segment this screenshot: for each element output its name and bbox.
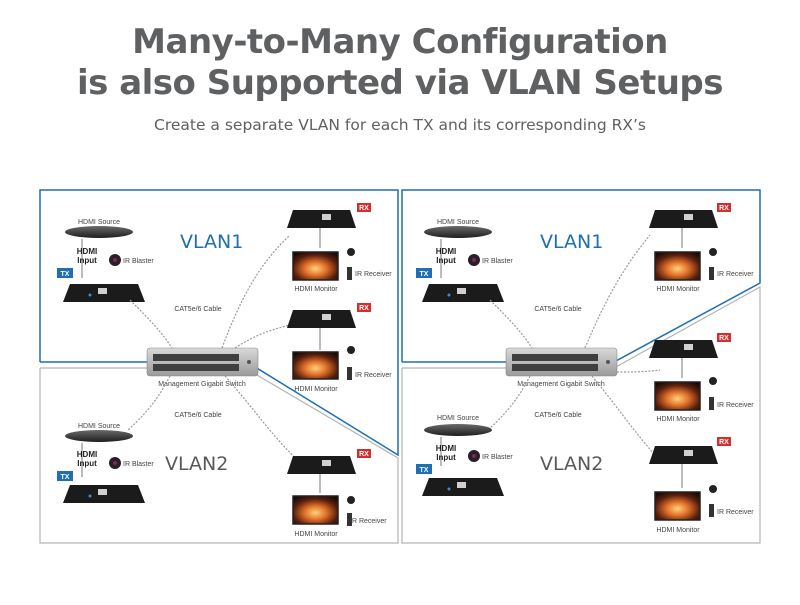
ir-receiver-label: IR Receiver (717, 402, 754, 409)
hdmi-input-label: Input (436, 453, 456, 462)
ir-blaster-label: IR Blaster (123, 461, 154, 468)
tx-transmitter (63, 284, 145, 302)
hdmi-monitor-label: HDMI Monitor (294, 531, 338, 538)
ir-blaster-device: IR Blaster (109, 254, 154, 266)
page-title-line-2: is also Supported via VLAN Setups (76, 63, 724, 103)
rx-badge-label: RX (719, 205, 729, 212)
vlan2-label: VLAN2 (165, 453, 228, 475)
right-panel: HDMI Source HDMI Input IR Blaster TX Man… (401, 189, 761, 544)
rx-receiver: RX HDMI Monitor IR Receiver (287, 449, 387, 538)
hdmi-monitor-label: HDMI Monitor (656, 286, 700, 293)
tx-transmitter (422, 478, 504, 496)
tx-badge-label: TX (420, 271, 429, 278)
left-panel: HDMI Source HDMI Input IR Blaster TX Man… (39, 189, 399, 544)
hdmi-source-label: HDMI Source (437, 219, 479, 226)
hdmi-monitor (654, 251, 701, 281)
rx-badge-label: RX (359, 205, 369, 212)
hdmi-monitor (654, 381, 701, 411)
hdmi-source-label: HDMI Source (78, 219, 120, 226)
tx-badge (416, 464, 432, 474)
hdmi-monitor (292, 251, 339, 281)
hdmi-source-device: HDMI Source (424, 219, 492, 238)
ir-blaster-device: IR Blaster (109, 457, 154, 469)
hdmi-input-label: HDMI (77, 450, 97, 459)
rx-badge-label: RX (359, 305, 369, 312)
tx-badge (57, 268, 73, 278)
hdmi-input-label: Input (77, 256, 97, 265)
ir-blaster-label: IR Blaster (123, 258, 154, 265)
hdmi-source-device: HDMI Source (65, 219, 133, 238)
hdmi-source-label: HDMI Source (78, 423, 120, 430)
hdmi-monitor (292, 495, 339, 525)
rx-receiver: RX HDMI Monitor IR Receiver (649, 203, 754, 293)
switch-label: Management Gigabit Switch (517, 381, 605, 388)
vlan2-label: VLAN2 (540, 453, 603, 475)
tx-transmitter (422, 284, 504, 302)
hdmi-monitor-label: HDMI Monitor (294, 286, 338, 293)
ir-receiver-label: IR Receiver (355, 271, 392, 278)
ir-receiver-label: IR Receiver (717, 509, 754, 516)
gigabit-switch: Management Gigabit Switch (146, 347, 259, 388)
hdmi-source-device: HDMI Source (65, 423, 133, 442)
tx-transmitter (63, 485, 145, 503)
hdmi-monitor-label: HDMI Monitor (656, 527, 700, 534)
hdmi-monitor (292, 351, 339, 380)
ir-blaster-label: IR Blaster (482, 258, 513, 265)
hdmi-monitor (654, 491, 701, 521)
hdmi-input-label: Input (77, 459, 97, 468)
cable-label: CAT5e/6 Cable (174, 306, 221, 313)
ir-blaster-device: IR Blaster (468, 450, 513, 462)
gigabit-switch: Management Gigabit Switch (505, 347, 618, 388)
hdmi-input-label: Input (436, 256, 456, 265)
cable-label: CAT5e/6 Cable (534, 306, 581, 313)
tx-badge-label: TX (61, 271, 70, 278)
vlan1-label: VLAN1 (180, 231, 243, 253)
cable-label: CAT5e/6 Cable (174, 412, 221, 419)
switch-label: Management Gigabit Switch (158, 381, 246, 388)
tx-badge (57, 471, 73, 481)
ir-receiver-label: IR Receiver (350, 518, 387, 525)
vlan1-label: VLAN1 (540, 231, 603, 253)
tx-badge (416, 268, 432, 278)
network-cables (487, 234, 661, 461)
ir-receiver-label: IR Receiver (355, 372, 392, 379)
tx-badge-label: TX (420, 467, 429, 474)
hdmi-input-label: HDMI (436, 247, 456, 256)
ir-blaster-label: IR Blaster (482, 454, 513, 461)
hdmi-source-label: HDMI Source (437, 415, 479, 422)
hdmi-input-label: HDMI (436, 444, 456, 453)
rx-receiver: RX HDMI Monitor IR Receiver (287, 303, 392, 393)
rx-badge-label: RX (719, 335, 729, 342)
page-title-line-1: Many-to-Many Configuration (132, 22, 668, 62)
rx-badge-label: RX (719, 439, 729, 446)
rx-receiver: RX HDMI Monitor IR Receiver (649, 437, 754, 534)
hdmi-input-label: HDMI (77, 247, 97, 256)
network-cables (127, 234, 301, 463)
rx-receiver: RX HDMI Monitor IR Receiver (287, 203, 392, 293)
page-subtitle: Create a separate VLAN for each TX and i… (154, 116, 646, 134)
ir-receiver-label: IR Receiver (717, 271, 754, 278)
rx-receiver: RX HDMI Monitor IR Receiver (649, 333, 754, 423)
hdmi-monitor-label: HDMI Monitor (656, 416, 700, 423)
ir-blaster-device: IR Blaster (468, 254, 513, 266)
tx-badge-label: TX (61, 474, 70, 481)
cable-label: CAT5e/6 Cable (534, 412, 581, 419)
hdmi-monitor-label: HDMI Monitor (294, 386, 338, 393)
hdmi-source-device: HDMI Source (424, 415, 492, 436)
rx-badge-label: RX (359, 451, 369, 458)
